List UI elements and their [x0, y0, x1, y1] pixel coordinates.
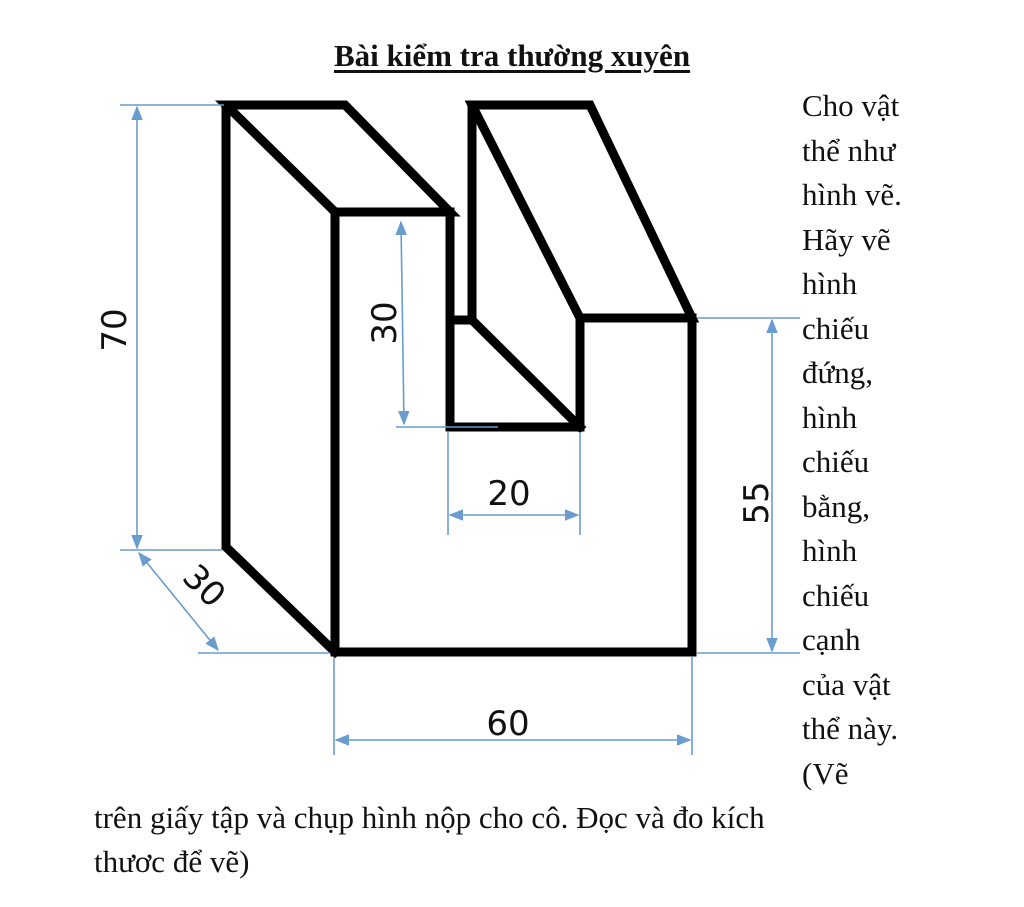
instruction-line: Cho vật	[802, 88, 900, 123]
instruction-line: thể này.	[802, 711, 899, 746]
instruction-line: trên giấy tập và chụp hình nộp cho cô. Đ…	[94, 800, 765, 835]
dim-label-20: 20	[487, 474, 530, 514]
instruction-line: chiếu	[802, 577, 870, 613]
instruction-line: cạnh	[802, 622, 861, 657]
instruction-line: hình	[802, 399, 858, 435]
instruction-line: chiếu	[802, 444, 870, 479]
instruction-line: bằng,	[802, 488, 871, 524]
instruction-line: thể như	[802, 132, 896, 168]
instruction-line: chiếu	[802, 310, 870, 346]
page-title: Bài kiểm tra thường xuyên	[333, 38, 691, 73]
instruction-line: hình	[802, 533, 858, 568]
dim-label-slot-30: 30	[365, 301, 405, 344]
instruction-side-text: Cho vật thể như hình vẽ. Hãy vẽ hình chi…	[802, 84, 952, 796]
instruction-line: hình vẽ.	[802, 177, 902, 212]
instruction-line: hình	[802, 266, 858, 301]
dim-label-60: 60	[486, 704, 529, 744]
dim-label-55: 55	[737, 481, 777, 524]
instruction-line: đứng,	[802, 355, 874, 390]
instruction-line: thươc để vẽ)	[94, 844, 250, 879]
instruction-line: (Vẽ	[802, 755, 849, 791]
dim-label-70: 70	[95, 308, 135, 351]
object-outline	[214, 100, 700, 659]
dimension-lines	[120, 104, 800, 755]
instruction-line: Hãy vẽ	[802, 221, 891, 257]
instruction-bottom-text: trên giấy tập và chụp hình nộp cho cô. Đ…	[94, 796, 974, 884]
instruction-line: của vật	[802, 666, 891, 702]
